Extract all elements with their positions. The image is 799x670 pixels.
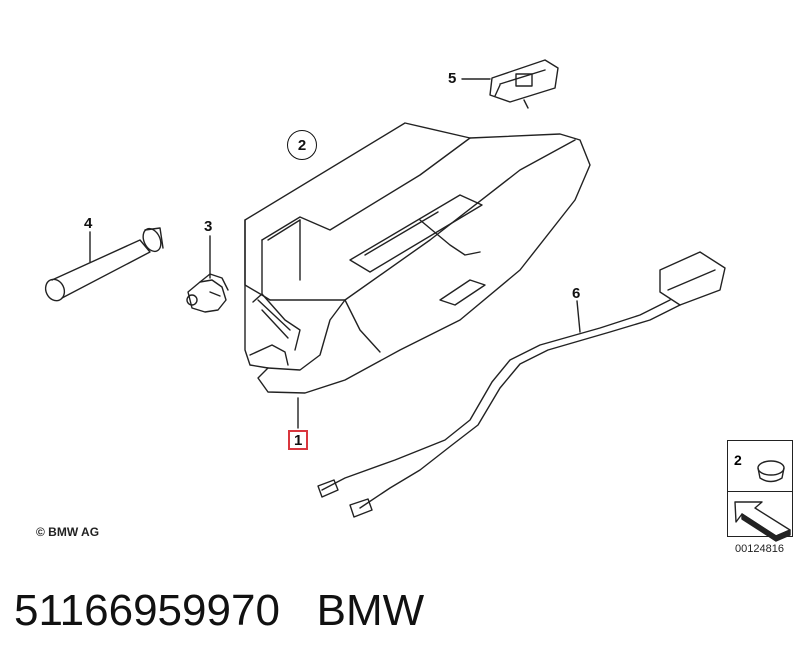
glove-box — [244, 122, 591, 394]
drawing-number: 00124816 — [735, 543, 784, 555]
callout-2[interactable]: 2 — [287, 130, 317, 160]
footer-caption: 51166959970 BMW — [14, 586, 424, 636]
callout-3[interactable]: 3 — [204, 218, 213, 235]
callout-1[interactable]: 1 — [288, 430, 309, 450]
legend-divider — [727, 491, 793, 492]
copyright-text: © BMW AG — [36, 525, 100, 539]
callout-5[interactable]: 5 — [448, 70, 457, 87]
switch-part — [186, 273, 229, 313]
lamp-part — [489, 59, 559, 109]
cable-part — [317, 251, 726, 518]
callout-4[interactable]: 4 — [84, 215, 93, 232]
legend-cap-icon — [757, 460, 785, 483]
brand-name: BMW — [316, 586, 425, 635]
legend-box — [727, 440, 793, 537]
part-number: 51166959970 — [14, 586, 280, 635]
legend-number: 2 — [734, 452, 742, 468]
rod-part — [44, 227, 164, 302]
callout-6[interactable]: 6 — [572, 285, 581, 302]
